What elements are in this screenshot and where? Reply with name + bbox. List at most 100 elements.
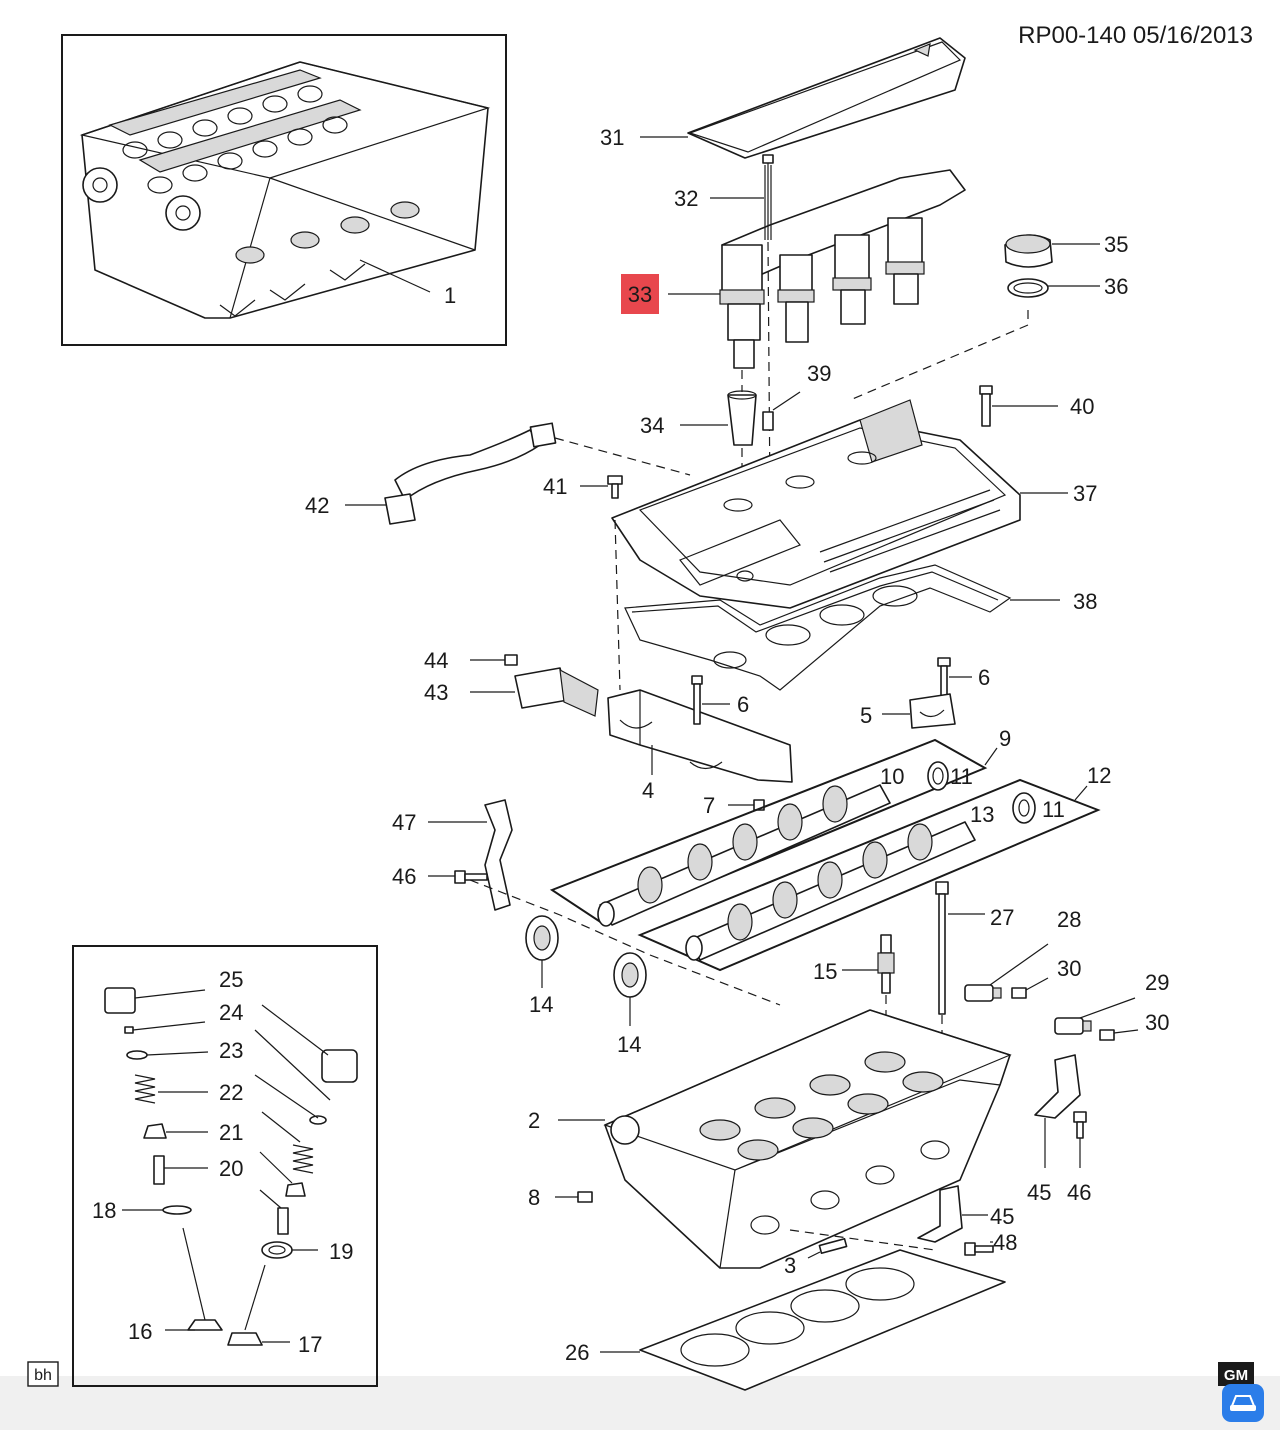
callout-35: 35: [1104, 232, 1128, 257]
callout-7: 7: [703, 793, 715, 818]
callout-19: 19: [329, 1239, 353, 1264]
callout-47: 47: [392, 810, 416, 835]
part-30-bolt-lower: 30: [1099, 1010, 1169, 1041]
callout-45-lower: 45: [990, 1204, 1014, 1229]
callout-20: 20: [219, 1156, 243, 1181]
callout-44: 44: [424, 648, 448, 673]
part-11-intake-ring: 11: [927, 761, 973, 791]
part-24-keepers: 24: [124, 1000, 243, 1034]
callout-14-right: 14: [617, 1032, 641, 1057]
callout-13: 13: [970, 802, 994, 827]
inset-assembled-head: 1: [61, 34, 507, 346]
part-37-camshaft-cover: 37: [611, 399, 1097, 609]
part-13-exhaust-camshaft: 13: [685, 802, 994, 961]
part-48-bolt: 48: [964, 1230, 1017, 1256]
callout-16: 16: [128, 1319, 152, 1344]
callout-25: 25: [219, 967, 243, 992]
callout-5: 5: [860, 703, 872, 728]
part-39-bolt: 39: [762, 361, 831, 431]
part-8-bolt: 8: [528, 1185, 593, 1210]
part-43-oil-control-valve: 43: [424, 667, 599, 717]
callout-32: 32: [674, 186, 698, 211]
part-45-bracket-lower: 45: [917, 1185, 1014, 1243]
callout-3: 3: [784, 1253, 796, 1278]
callout-31: 31: [600, 125, 624, 150]
part-22-valve-spring: 22: [134, 1074, 243, 1105]
car-chat-icon[interactable]: [1222, 1384, 1264, 1422]
callout-28: 28: [1057, 907, 1081, 932]
part-6-bolt-right: 6: [937, 657, 990, 699]
callout-24: 24: [219, 1000, 243, 1025]
part-29-camshaft-sensor: 29: [1054, 970, 1169, 1035]
footer-tag-text: bh: [34, 1367, 52, 1384]
part-30-bolt-upper: 30: [1011, 956, 1081, 999]
part-21-valve-seal: 21: [143, 1120, 243, 1145]
callout-46-right: 46: [1067, 1180, 1091, 1205]
part-41-bolt: 41: [543, 474, 623, 691]
part-2-cylinder-head: 2: [528, 1009, 1012, 1269]
callout-6-right: 6: [978, 665, 990, 690]
part-18-seat: 18: [92, 1198, 192, 1223]
part-14-seal-right: 14: [613, 952, 647, 1057]
part-46-bolt-left: 46: [392, 864, 488, 889]
part-20-valve-guide: 20: [153, 1155, 243, 1185]
gm-logo: GM: [1218, 1362, 1254, 1386]
part-46-bolt-right: 46: [1067, 1111, 1091, 1205]
part-42-pcv-hose: 42: [305, 422, 691, 525]
callout-29: 29: [1145, 970, 1169, 995]
part-44-plug: 44: [424, 648, 518, 673]
callout-30-lower: 30: [1145, 1010, 1169, 1035]
callout-8: 8: [528, 1185, 540, 1210]
part-40-bolt: 40: [979, 385, 1094, 427]
exhaust-valvetrain-stack: [254, 1004, 358, 1235]
diagram-reference: RP00-140 05/16/2013: [1018, 22, 1253, 49]
callout-11-exhaust: 11: [1042, 797, 1065, 822]
callout-34: 34: [640, 413, 664, 438]
part-36-cap-seal: 36: [849, 274, 1128, 401]
callout-18: 18: [92, 1198, 116, 1223]
callout-11-intake: 11: [950, 764, 973, 789]
callout-43: 43: [424, 680, 448, 705]
callout-23: 23: [219, 1038, 243, 1063]
part-26-head-gasket: 26: [565, 1249, 1006, 1391]
callout-22: 22: [219, 1080, 243, 1105]
callout-33-highlight: [621, 274, 659, 314]
part-25-lifter: 25: [104, 967, 243, 1014]
part-17-exhaust-valve: 17: [227, 1264, 322, 1357]
part-7-dowel: 7: [703, 793, 765, 818]
callout-41: 41: [543, 474, 567, 499]
callout-46-left: 46: [392, 864, 416, 889]
part-9-intake-camshaft-kit: 9: [549, 726, 1011, 927]
part-27-head-bolt: 27: [935, 881, 1014, 1050]
part-16-intake-valve: 16: [128, 1227, 223, 1344]
part-14-seal-left: 14: [525, 915, 559, 1017]
part-45-bracket-upper: 45: [1027, 1054, 1081, 1205]
part-11-exhaust-ring: 11: [1012, 792, 1065, 824]
part-35-oil-filler-cap: 35: [1004, 232, 1128, 268]
part-31-cover-plate: 31: [600, 37, 966, 159]
inset-valvetrain: 25 24 23 22 21 20 18: [72, 945, 378, 1387]
part-10-intake-camshaft: 10: [597, 764, 904, 927]
callout-42: 42: [305, 493, 329, 518]
part-3-stud: 3: [784, 1229, 936, 1278]
callout-10: 10: [880, 764, 904, 789]
callout-17: 17: [298, 1332, 322, 1357]
part-38-cover-gasket: 38: [624, 564, 1097, 691]
callout-39: 39: [807, 361, 831, 386]
callout-37: 37: [1073, 481, 1097, 506]
callout-33: 33: [628, 282, 652, 307]
callout-9: 9: [999, 726, 1011, 751]
callout-48: 48: [993, 1230, 1017, 1255]
callout-14-left: 14: [529, 992, 553, 1017]
footer-left-tag: bh: [27, 1361, 59, 1387]
callout-38: 38: [1073, 589, 1097, 614]
part-28-camshaft-sensor: 28: [964, 907, 1081, 1002]
callout-30-upper: 30: [1057, 956, 1081, 981]
part-5-bearing-cap: 5: [860, 693, 956, 729]
part-6-bolt-left: 6: [691, 675, 749, 725]
callout-27: 27: [990, 905, 1014, 930]
callout-12: 12: [1087, 763, 1111, 788]
callout-6-left: 6: [737, 692, 749, 717]
callout-36: 36: [1104, 274, 1128, 299]
assembled-head-drawing: [79, 61, 491, 319]
